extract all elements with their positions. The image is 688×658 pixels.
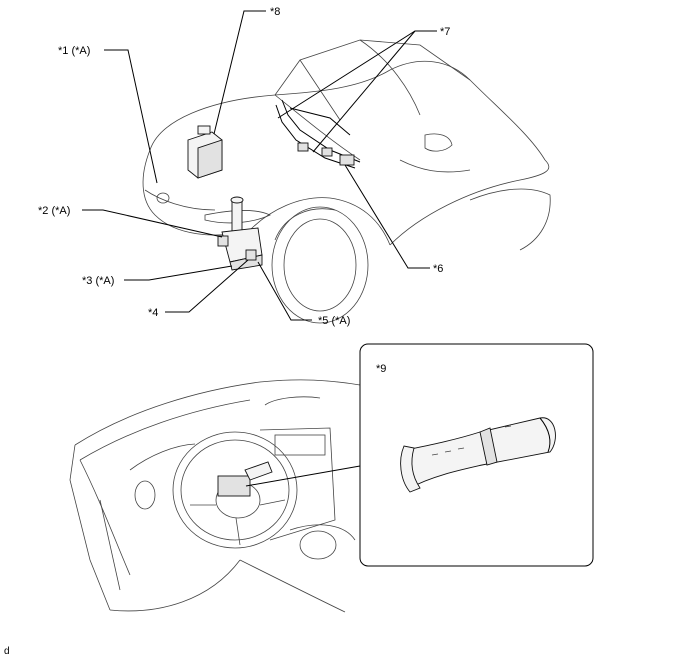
- callout-2: *2 (*A): [38, 205, 70, 217]
- callout-9: *9: [376, 363, 386, 375]
- washer-jar-assembly: [217, 196, 263, 271]
- wiper-motor-and-link-assembly: [275, 99, 361, 169]
- callout-4: *4: [148, 307, 158, 319]
- callout-8: *8: [270, 6, 280, 18]
- callout-6: *6: [433, 263, 443, 275]
- callout-1: *1 (*A): [58, 45, 90, 57]
- callout-7: *7: [440, 26, 450, 38]
- switch-leader-line: [245, 465, 361, 487]
- callout-5: *5 (*A): [318, 315, 350, 327]
- vehicle-front-illustration: [142, 39, 551, 324]
- switch-detail-inset: [359, 343, 594, 567]
- wiper-relay-ecu: [187, 125, 223, 179]
- callout-3: *3 (*A): [82, 275, 114, 287]
- upper-leader-lines: [82, 10, 437, 321]
- dashboard-interior-illustration: [69, 379, 361, 613]
- footer-mark: d: [4, 646, 10, 657]
